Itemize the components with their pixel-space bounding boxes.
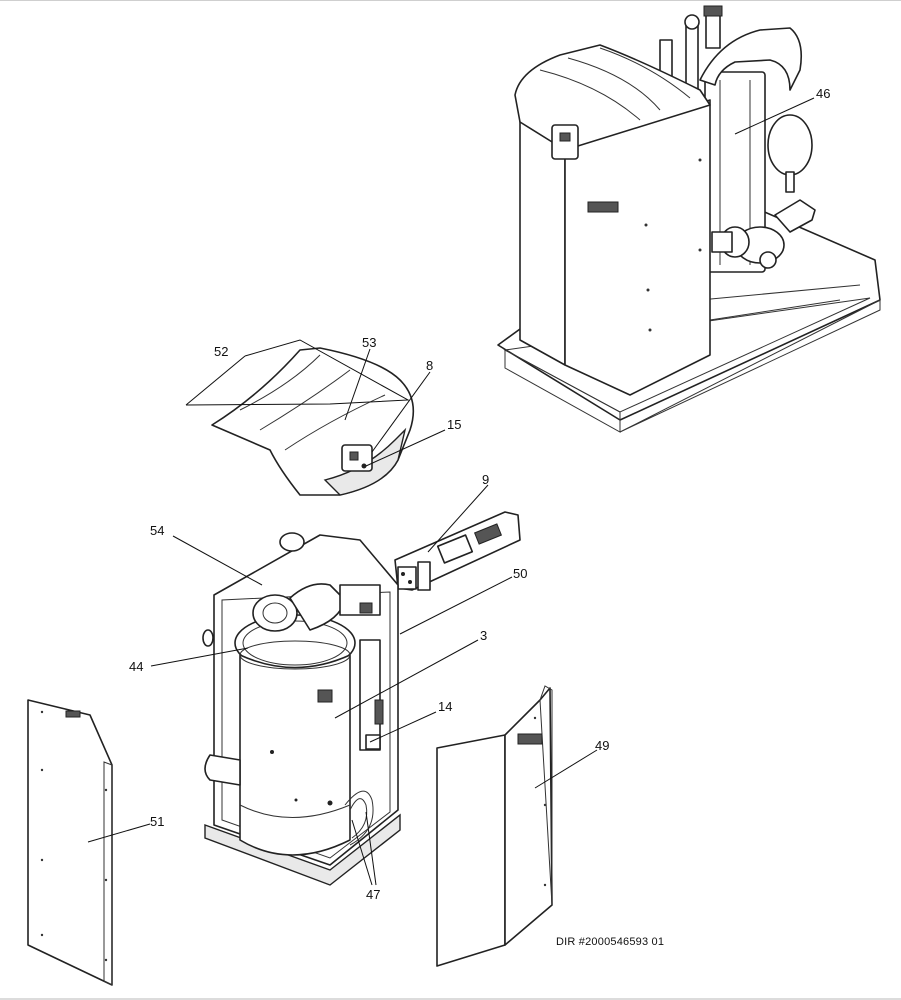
callout-3: 3 xyxy=(480,628,487,643)
callout-50: 50 xyxy=(513,566,527,581)
callout-46: 46 xyxy=(816,86,830,101)
callout-53: 53 xyxy=(362,335,376,350)
callout-54: 54 xyxy=(150,523,164,538)
callout-8: 8 xyxy=(426,358,433,373)
callout-9: 9 xyxy=(482,472,489,487)
bottom-border xyxy=(0,998,901,1000)
assembled-unit-illustration xyxy=(497,5,881,433)
side-panel-left-illustration xyxy=(27,699,113,986)
leader-lines xyxy=(87,97,815,886)
top-cover-illustration xyxy=(211,347,415,496)
top-border xyxy=(0,0,901,1)
callout-47: 47 xyxy=(366,887,380,902)
callout-15: 15 xyxy=(447,417,461,432)
callout-49: 49 xyxy=(595,738,609,753)
callout-44: 44 xyxy=(129,659,143,674)
callout-14: 14 xyxy=(438,699,452,714)
callout-52: 52 xyxy=(214,344,228,359)
control-panel-illustration xyxy=(394,511,521,591)
callout-labels: 46 52 53 8 15 9 54 50 44 3 14 49 51 47 xyxy=(129,86,830,902)
front-panel-illustration xyxy=(436,685,553,967)
drawing-reference-number: DIR #2000546593 01 xyxy=(556,936,665,948)
callout-51: 51 xyxy=(150,814,164,829)
chassis-illustration xyxy=(202,532,401,886)
